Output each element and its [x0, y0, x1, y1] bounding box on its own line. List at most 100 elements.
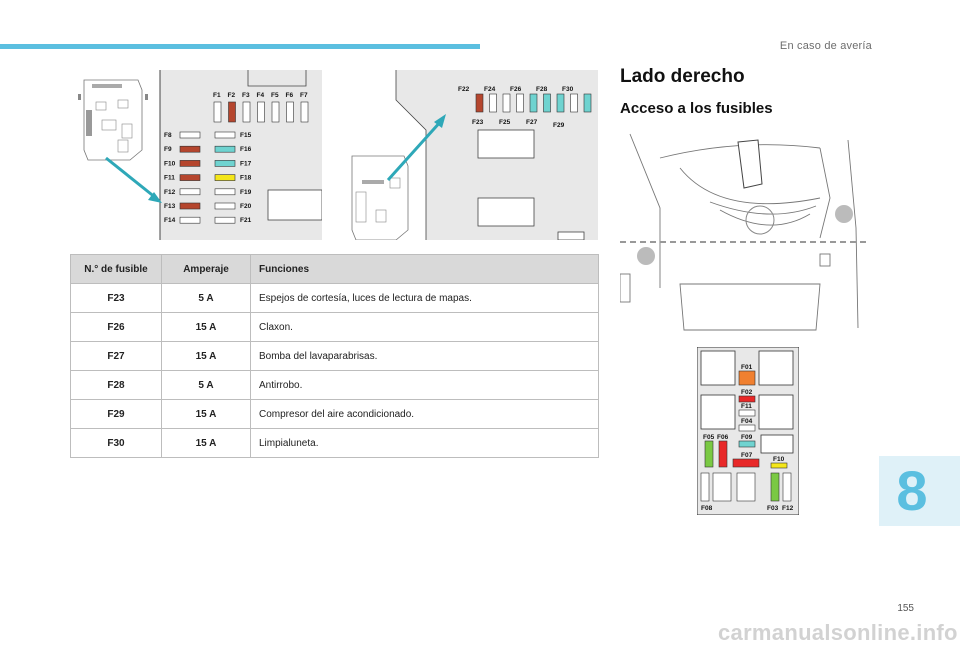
fuse-label-f21: F21 [240, 217, 252, 224]
fuse-f21 [214, 216, 236, 224]
fuse-label-f17: F17 [240, 160, 252, 167]
fusebox-thumbnail-icon [351, 155, 409, 241]
fuse-label-f08: F08 [701, 505, 713, 512]
fuse-f5 [271, 101, 280, 123]
fuse-number: F29 [70, 399, 162, 429]
section-subtitle: Acceso a los fusibles [620, 100, 773, 117]
fuse-label-f8: F8 [164, 132, 172, 139]
fuse-number: F23 [70, 283, 162, 313]
fuse-label-f2: F2 [228, 92, 236, 99]
fuse-label-f05: F05 [703, 434, 715, 441]
table-row: F27 15 A Bomba del lavaparabrisas. [70, 341, 599, 371]
function: Bomba del lavaparabrisas. [250, 341, 599, 371]
table-row: F30 15 A Limpialuneta. [70, 428, 599, 458]
fusebox-detail: F01 F02 F11 F04 F05 F06 F09 F07 F10 F08 … [696, 346, 800, 516]
fuse-f10 [179, 160, 201, 167]
fuse-label-f29: F29 [553, 122, 565, 129]
amperage: 5 A [161, 283, 251, 313]
fuse-f3 [242, 101, 251, 123]
fuse-label-f03: F03 [767, 505, 779, 512]
fuse-label-f12: F12 [782, 505, 794, 512]
steering-wheel-icon [637, 247, 655, 265]
col-header-functions: Funciones [250, 254, 599, 284]
table-row: F26 15 A Claxon. [70, 312, 599, 342]
fuse-label-f25: F25 [499, 119, 511, 126]
fuse-f02 [738, 395, 756, 403]
fuse-label-f7: F7 [300, 92, 308, 99]
fuse-f29 [570, 93, 578, 113]
fuse-f12 [179, 188, 201, 196]
fuse-f25 [516, 93, 524, 113]
fuse-f10 [770, 462, 788, 469]
page-number: 155 [897, 603, 914, 614]
arrow-icon [386, 114, 446, 182]
function: Claxon. [250, 312, 599, 342]
fuse-label-f10: F10 [164, 160, 176, 167]
fuse-label-f27: F27 [526, 119, 538, 126]
fuse-number: F30 [70, 428, 162, 458]
function: Antirrobo. [250, 370, 599, 400]
fuse-f28 [556, 93, 565, 113]
function: Espejos de cortesía, luces de lectura de… [250, 283, 599, 313]
fuse-label-f6: F6 [286, 92, 294, 99]
amperage: 15 A [161, 428, 251, 458]
fuse-label-f18: F18 [240, 175, 252, 182]
fuse-label-f02: F02 [741, 389, 753, 396]
fuse-f17 [214, 160, 236, 167]
fuse-label-f1: F1 [213, 92, 221, 99]
fuse-f19 [214, 188, 236, 196]
fuse-f9 [179, 145, 201, 153]
fuse-label-f07: F07 [741, 452, 753, 459]
fuse-table: N.° de fusible Amperaje Funciones F23 5 … [70, 254, 599, 458]
fusebox-thumbnail-icon [78, 79, 148, 161]
fuse-label-f9: F9 [164, 146, 172, 153]
fuse-f06 [718, 440, 728, 468]
fuse-label-f3: F3 [242, 92, 250, 99]
fuse-f8 [179, 131, 201, 139]
fuse-f11 [738, 409, 756, 417]
fuse-f27 [543, 93, 551, 113]
fuse-f22 [475, 93, 484, 113]
fuse-f03 [770, 472, 780, 502]
fuse-f16 [214, 145, 236, 153]
chapter-tab [879, 456, 960, 526]
fuse-label-f5: F5 [271, 92, 279, 99]
chapter-number: 8 [896, 459, 928, 522]
fuse-label-f06: F06 [717, 434, 729, 441]
fuse-label-f10: F10 [773, 456, 785, 463]
fuse-label-f04: F04 [741, 418, 753, 425]
fuse-f04 [738, 424, 756, 432]
fuse-f13 [179, 202, 201, 210]
header-accent-bar [0, 44, 480, 49]
table-row: F29 15 A Compresor del aire acondicionad… [70, 399, 599, 429]
fuse-label-f11: F11 [741, 403, 752, 410]
amperage: 15 A [161, 341, 251, 371]
fuse-f15 [214, 131, 236, 139]
table-row: F28 5 A Antirrobo. [70, 370, 599, 400]
table-header-row: N.° de fusible Amperaje Funciones [70, 254, 599, 284]
fuse-label-f15: F15 [240, 132, 252, 139]
watermark: carmanualsonline.info [718, 620, 958, 645]
col-header-amperage: Amperaje [161, 254, 251, 284]
fuse-label-f01: F01 [741, 364, 753, 371]
fuse-f14 [179, 216, 201, 224]
fuse-f26 [529, 93, 538, 113]
chapter-title: En caso de avería [779, 40, 872, 52]
fuse-f12 [782, 472, 792, 502]
fuse-label-f26: F26 [510, 86, 522, 93]
fuse-label-f24: F24 [484, 86, 496, 93]
fuse-label-f20: F20 [240, 203, 252, 210]
function: Limpialuneta. [250, 428, 599, 458]
fuse-f24 [502, 93, 511, 113]
fuse-label-f14: F14 [164, 217, 176, 224]
fuse-cover-icon [737, 139, 763, 189]
table-row: F23 5 A Espejos de cortesía, luces de le… [70, 283, 599, 313]
section-title: Lado derecho [620, 66, 745, 87]
fuse-label-f09: F09 [741, 434, 753, 441]
function: Compresor del aire acondicionado. [250, 399, 599, 429]
fuse-f09 [738, 440, 756, 448]
